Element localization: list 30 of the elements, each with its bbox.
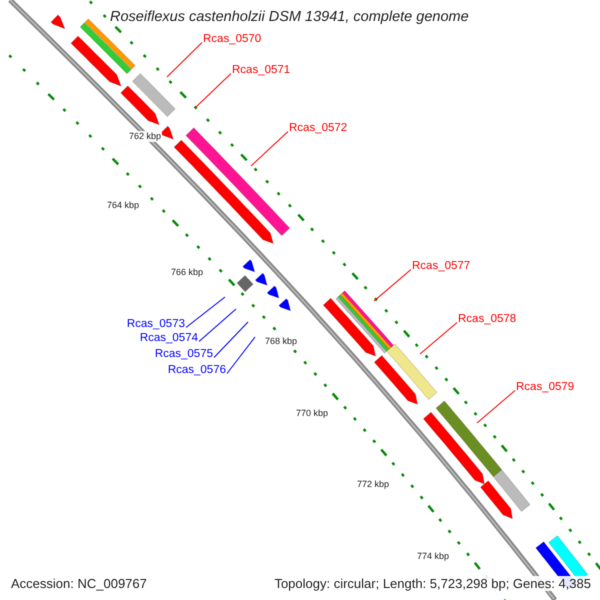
gene-label: Rcas_0571 bbox=[232, 65, 290, 76]
leader-line bbox=[226, 336, 256, 374]
leader-line bbox=[374, 269, 412, 302]
gene-label: Rcas_0577 bbox=[412, 261, 470, 272]
footer-text: Topology: circular; Length: 5,723,298 bp; Genes: 4,385 bbox=[273, 576, 592, 591]
scale-label: 766 kbp bbox=[170, 267, 204, 278]
leader-line bbox=[420, 322, 458, 354]
gene-label: Rcas_0578 bbox=[458, 314, 516, 326]
gene-label: Rcas_0575 bbox=[154, 349, 213, 360]
leader-line bbox=[476, 390, 516, 424]
scale-label: 770 kbp bbox=[295, 408, 330, 419]
scale-label: 762 kbp bbox=[128, 131, 162, 142]
scale-label: 772 kbp bbox=[356, 479, 390, 490]
gene-label: Rcas_0573 bbox=[126, 319, 185, 330]
gene-label: Rcas_0579 bbox=[516, 382, 574, 394]
scale-label: 764 kbp bbox=[106, 200, 140, 211]
leader-line bbox=[198, 308, 236, 342]
leader-line bbox=[186, 296, 226, 328]
gene-label: Rcas_0570 bbox=[203, 34, 262, 46]
leader-line bbox=[214, 322, 248, 358]
scale-label: 768 kbp bbox=[264, 336, 298, 347]
scale-label: 774 kbp bbox=[416, 551, 450, 562]
gene-label: Rcas_0572 bbox=[289, 123, 348, 134]
footer-text: Accession: NC_009767 bbox=[10, 576, 148, 591]
gene-label: Rcas_0574 bbox=[140, 333, 198, 344]
leader-line bbox=[196, 73, 232, 108]
leader-line bbox=[250, 131, 288, 166]
gene-label: Rcas_0576 bbox=[168, 365, 226, 376]
leader-line bbox=[166, 42, 202, 78]
title: Roseiflexus castenholzii DSM 13941, complete genome bbox=[110, 10, 469, 24]
